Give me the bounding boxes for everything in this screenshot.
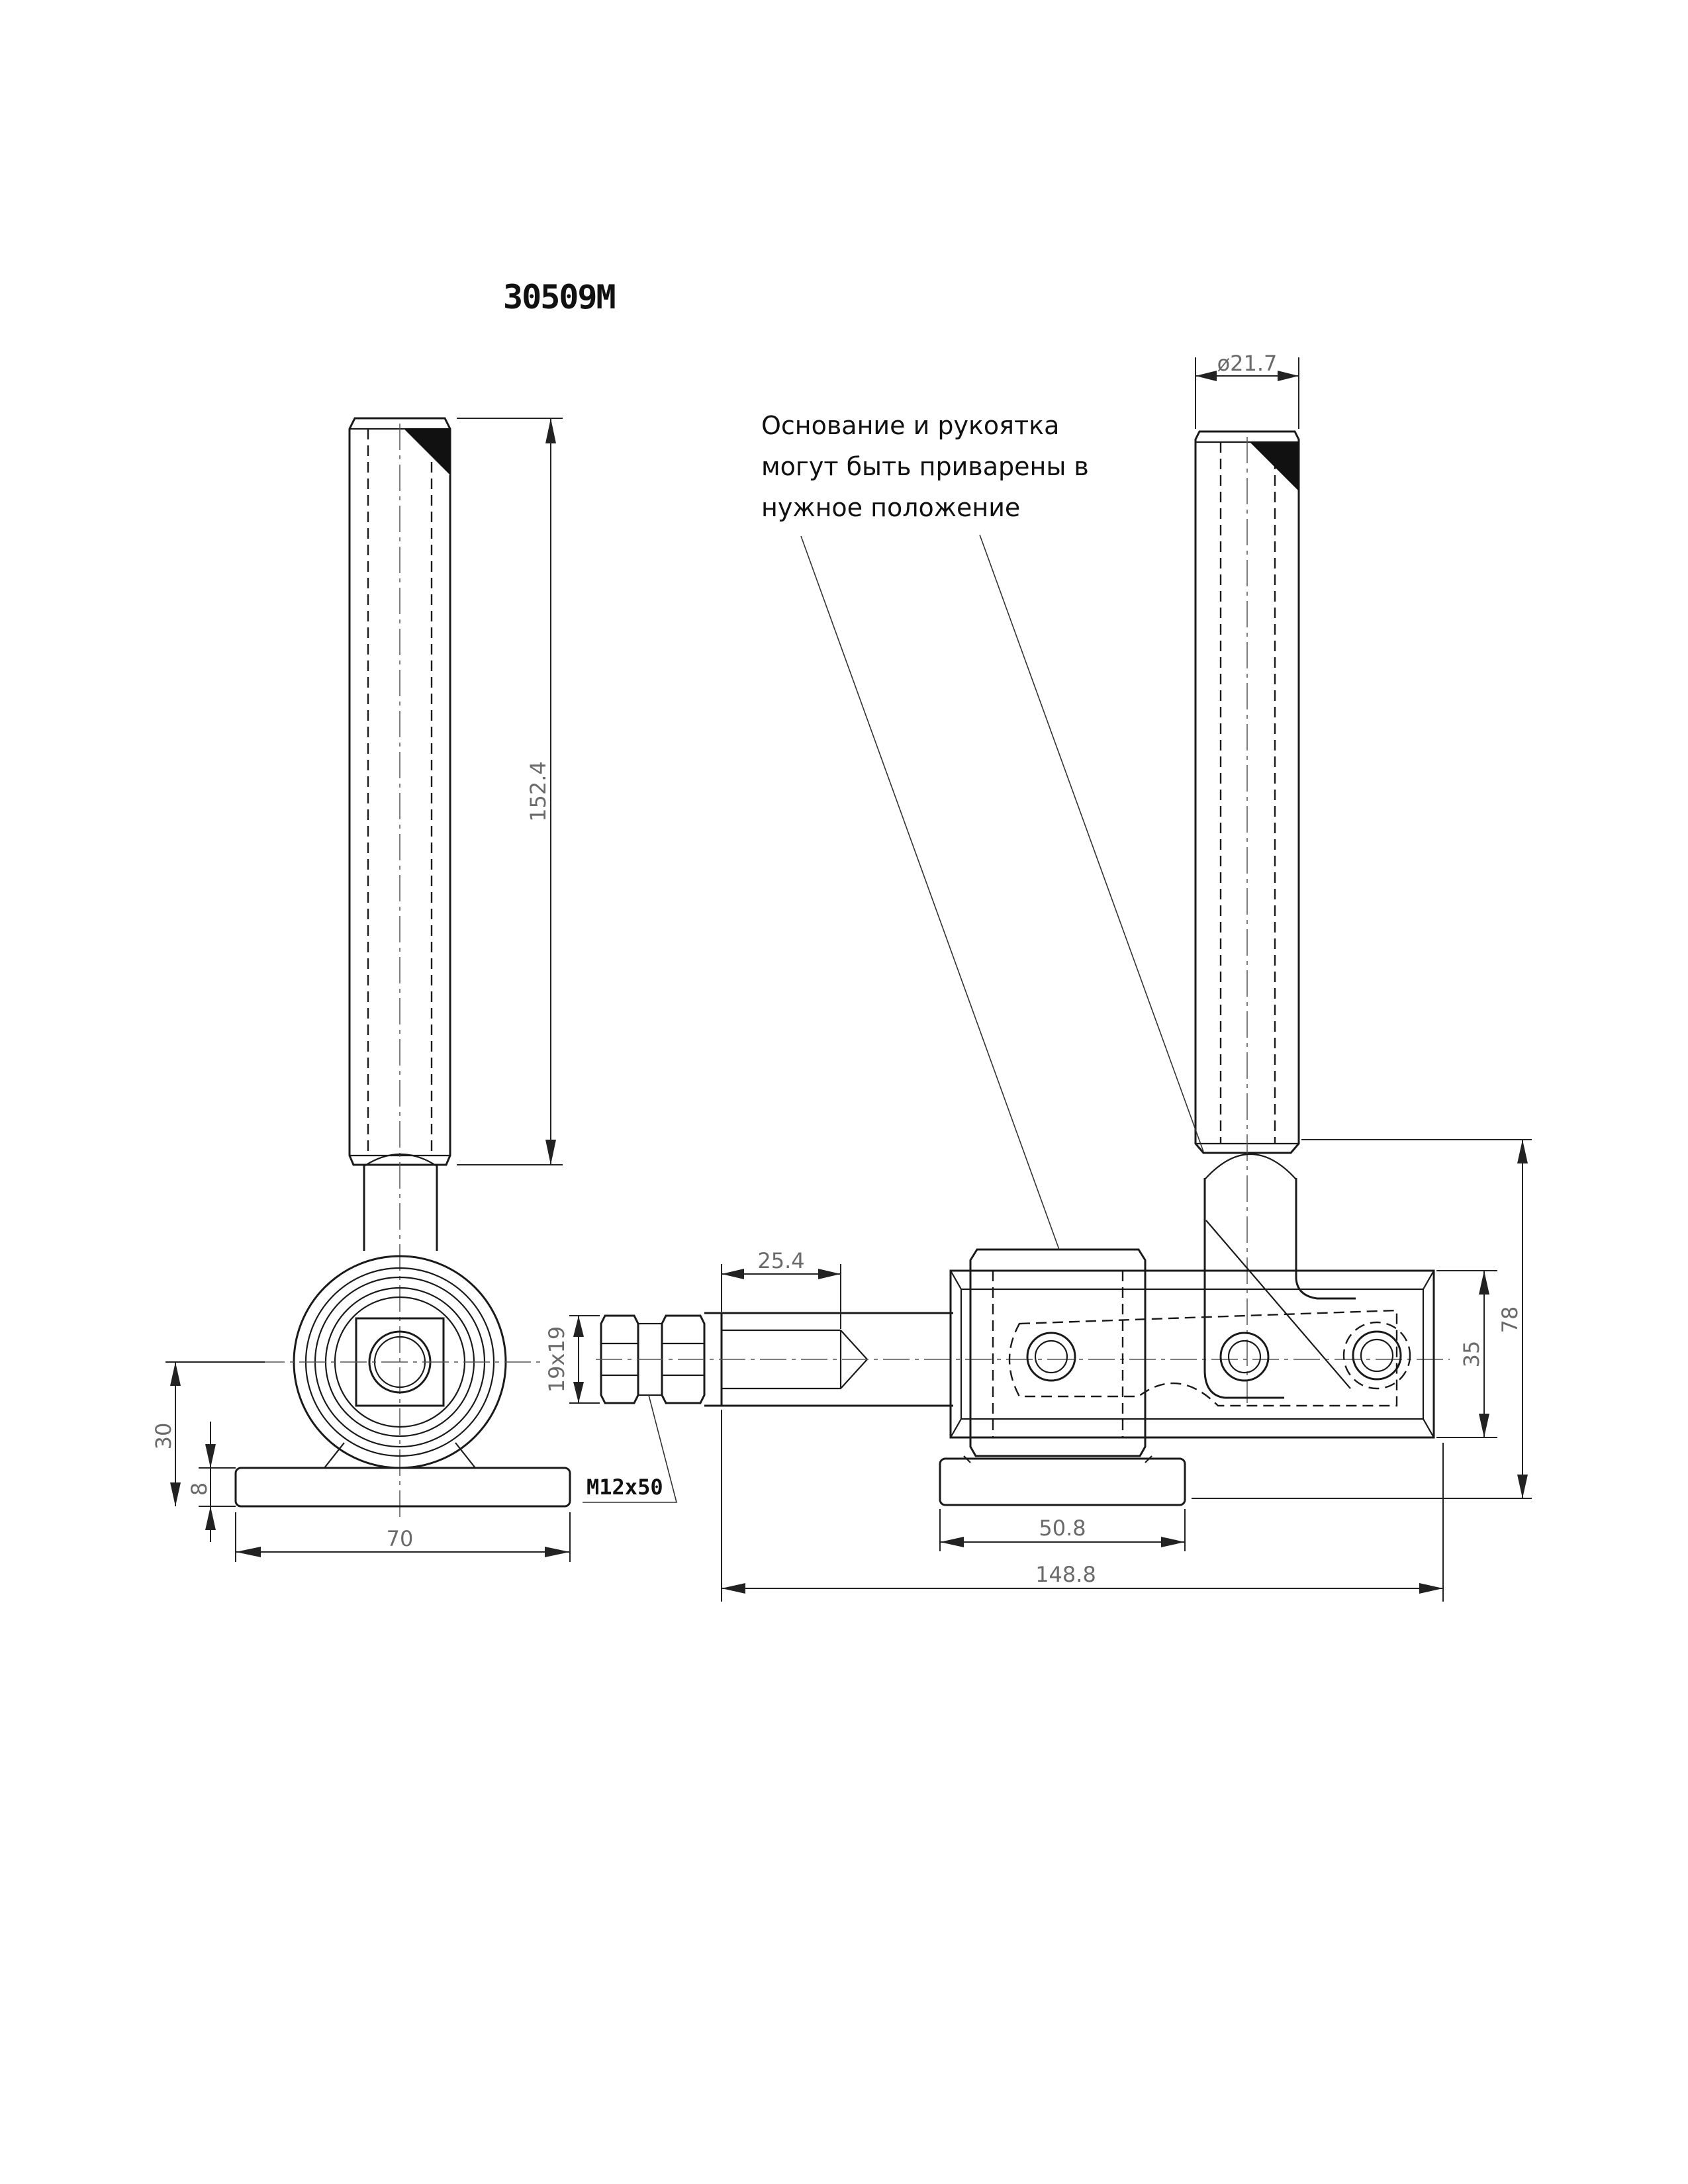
weld-note-line: Основание и рукоятка <box>761 411 1060 440</box>
front-dimensions: ø21.7 35 78 50.8 <box>721 351 1532 1602</box>
side-view <box>234 417 571 1522</box>
side-handle <box>348 417 451 1522</box>
dim-base-thickness: 8 <box>187 1482 212 1496</box>
dim-total-height: 78 <box>1497 1306 1523 1334</box>
dim-base-width-side: 70 <box>387 1526 414 1551</box>
weld-note: Основание и рукоятка могут быть приварен… <box>761 405 1158 528</box>
front-view <box>939 430 1435 1506</box>
weld-note-line: могут быть приварены в <box>761 452 1089 481</box>
dim-body-height: 35 <box>1459 1341 1484 1368</box>
side-dimensions: 152.4 30 8 70 <box>151 418 571 1562</box>
dim-overall-length: 148.8 <box>1035 1562 1096 1587</box>
front-base <box>939 1457 1186 1506</box>
weld-note-line: нужное положение <box>761 493 1021 522</box>
dim-handle-length: 152.4 <box>526 761 551 822</box>
spindle-dimensions: 19x19 25.4 M12x50 <box>544 1248 841 1503</box>
dim-axis-height: 30 <box>151 1423 176 1450</box>
dim-hex-size: 19x19 <box>544 1326 569 1392</box>
front-body <box>949 1248 1435 1457</box>
side-base <box>234 1467 571 1508</box>
spindle-assembly <box>596 1312 1450 1407</box>
part-code: 30509M <box>503 278 616 316</box>
dim-base-width-front: 50.8 <box>1039 1516 1086 1541</box>
thread-label: M12x50 <box>586 1475 663 1500</box>
dim-handle-diameter: ø21.7 <box>1217 351 1278 376</box>
dim-spindle-stroke: 25.4 <box>757 1248 804 1273</box>
side-rotor <box>258 1255 543 1469</box>
note-leaders <box>800 534 1204 1250</box>
front-handle <box>1194 430 1300 1403</box>
